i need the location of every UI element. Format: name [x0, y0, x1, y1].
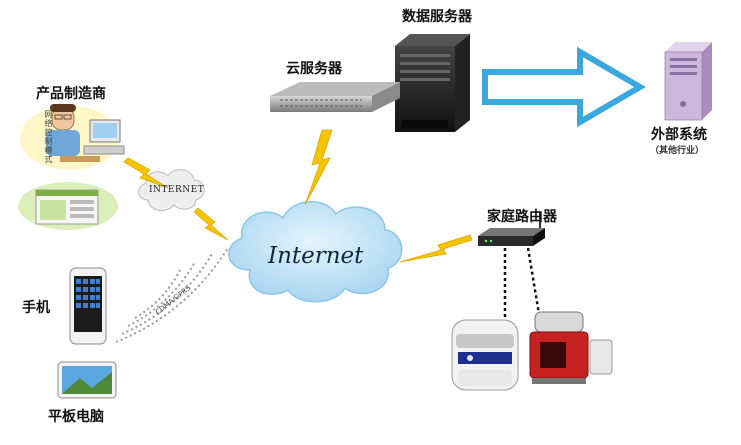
lightning-manufacturer — [123, 157, 169, 189]
wireless-waves — [115, 247, 229, 343]
network-control-label: 网络控制模式 — [44, 110, 53, 164]
data-server-label: 数据服务器 — [402, 9, 472, 25]
external-system-label: 外部系统 — [651, 127, 707, 143]
cloud-rack-server — [270, 82, 400, 112]
arrow-to-external — [482, 46, 646, 128]
home-router-device — [478, 212, 545, 246]
lightning-cloud-server — [304, 129, 333, 206]
lightning-router — [399, 234, 473, 263]
external-system-tower — [664, 42, 712, 121]
manufacturer-figure — [20, 104, 125, 170]
internet-cloud-label: Internet — [268, 243, 364, 269]
lightning-internet-small — [193, 207, 229, 241]
tablet-device — [57, 361, 117, 399]
router-appliance-links — [503, 247, 542, 321]
internet-cloud — [228, 200, 403, 303]
manufacturer-label: 产品制造商 — [36, 86, 106, 102]
phone-device — [69, 267, 107, 345]
small-internet-label: INTERNET — [149, 185, 205, 195]
juicer — [529, 311, 613, 384]
phone-label: 手机 — [22, 300, 50, 316]
tablet-label: 平板电脑 — [48, 409, 104, 425]
cloud-server-label: 云服务器 — [286, 61, 342, 77]
other-industry-label: （其他行业） — [650, 146, 705, 156]
home-router-label: 家庭路由器 — [487, 209, 557, 225]
bread-maker — [451, 319, 519, 391]
data-server-tower — [395, 34, 470, 132]
web-portal-screenshot — [18, 182, 118, 230]
